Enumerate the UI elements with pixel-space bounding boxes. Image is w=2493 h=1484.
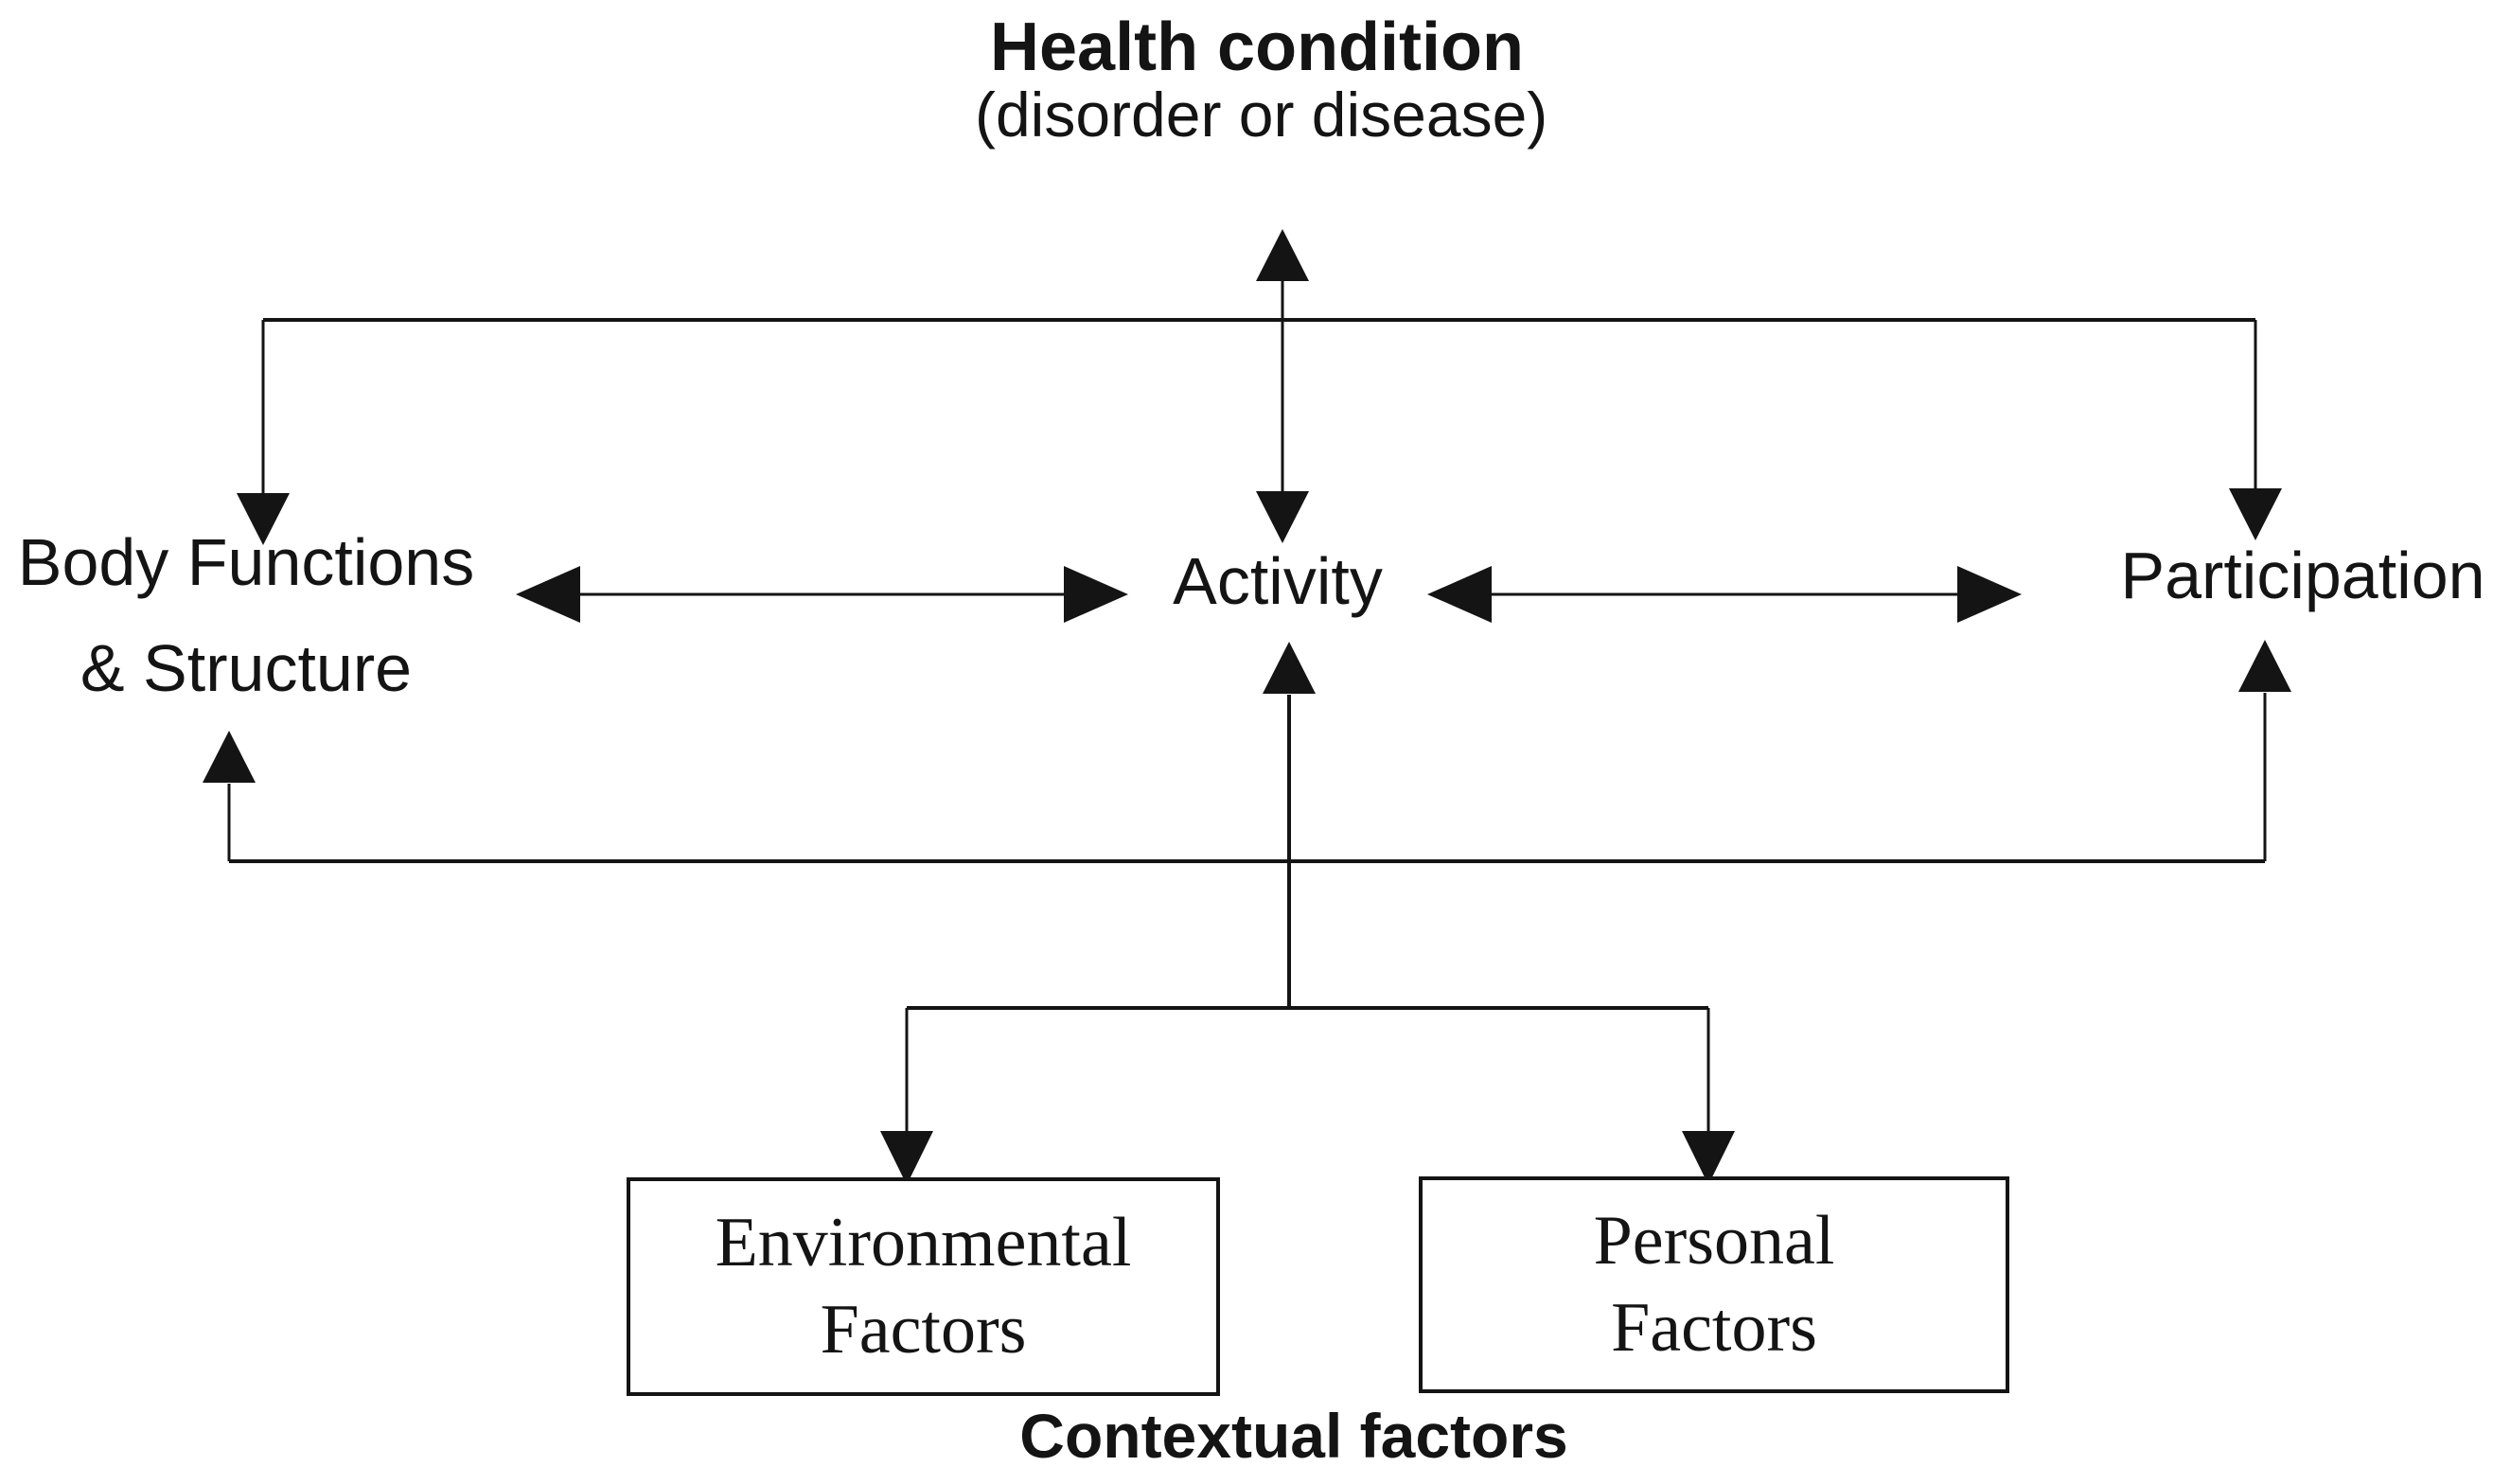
personal-factors-box: Personal Factors <box>1419 1176 2009 1393</box>
personal-factors-label-line2: Factors <box>1611 1288 1817 1367</box>
health-condition-subtitle: (disorder or disease) <box>975 80 1548 150</box>
body-functions-label-line2: & Structure <box>80 631 413 705</box>
arrow-health-to-body-and-participation <box>237 318 2282 545</box>
body-functions-label-line1: Body Functions <box>17 525 475 599</box>
arrow-contextual-to-boxes <box>880 1006 1735 1185</box>
activity-label: Activity <box>1173 544 1383 618</box>
health-condition-title: Health condition <box>990 9 1524 85</box>
feedback-line <box>203 640 2291 863</box>
participation-label: Participation <box>2120 539 2485 612</box>
arrow-body-activity <box>516 566 1128 623</box>
environmental-factors-label-line2: Factors <box>820 1290 1027 1369</box>
arrow-contextual-to-activity <box>1263 642 1316 1008</box>
environmental-factors-box: Environmental Factors <box>627 1177 1220 1396</box>
personal-factors-label-line1: Personal <box>1593 1201 1835 1280</box>
contextual-factors-label: Contextual factors <box>1019 1401 1568 1471</box>
environmental-factors-label-line1: Environmental <box>715 1203 1132 1281</box>
arrow-health-activity <box>1256 229 1309 543</box>
arrow-activity-participation <box>1427 566 2022 623</box>
